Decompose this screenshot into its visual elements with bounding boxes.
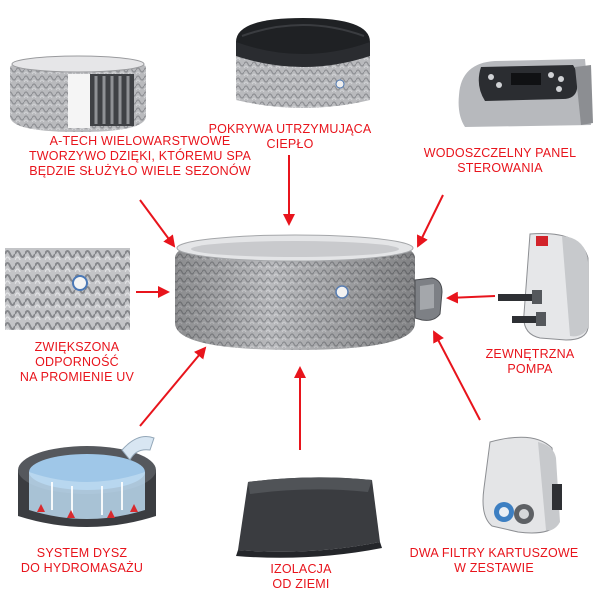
label-uv: ZWIĘKSZONA ODPORNOŚĆ NA PROMIENIE UV xyxy=(19,340,135,384)
cartridge-filters-image xyxy=(482,436,562,534)
spa-cover-image xyxy=(236,18,370,108)
label-jets: SYSTEM DYSZ DO HYDROMASAŻU xyxy=(20,546,144,575)
label-material: A-TECH WIELOWARSTWOWE TWORZYWO DZIĘKI, K… xyxy=(28,134,252,178)
label-filters: DWA FILTRY KARTUSZOWE W ZESTAWIE xyxy=(409,546,579,575)
arrow-jets xyxy=(139,346,207,427)
control-panel-image xyxy=(458,59,593,127)
label-pump: ZEWNĘTRZNA POMPA xyxy=(485,347,575,376)
arrow-filters xyxy=(433,330,481,421)
arrow-pump xyxy=(446,291,496,304)
insulation-mat-image xyxy=(236,477,382,558)
label-panel: WODOSZCZELNY PANEL STEROWANIA xyxy=(423,146,577,175)
arrow-panel xyxy=(417,194,444,248)
weave-closeup-image xyxy=(5,248,130,330)
arrow-material xyxy=(139,199,176,248)
label-cover: POKRYWA UTRZYMUJĄCA CIEPŁO xyxy=(208,122,372,151)
pump-image xyxy=(498,233,589,341)
massage-jets-image xyxy=(18,436,156,527)
spa-tub-image xyxy=(175,234,443,350)
spa-cutaway-image xyxy=(10,55,146,132)
label-insulation: IZOLACJA OD ZIEMI xyxy=(270,562,332,591)
